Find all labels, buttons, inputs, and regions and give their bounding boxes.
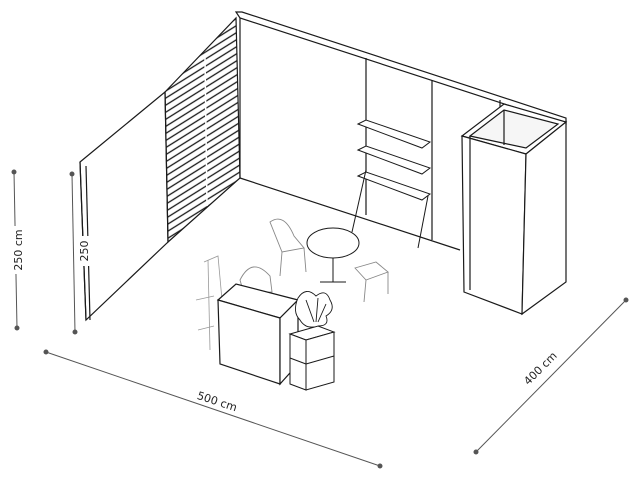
height-outer-label: 250 cm xyxy=(12,229,25,270)
height-inner-label: 250 xyxy=(78,241,91,262)
bar-stools xyxy=(195,255,223,351)
cube-shelf xyxy=(288,325,336,391)
slatted-wall xyxy=(164,16,241,244)
round-table xyxy=(306,227,360,283)
wall-shelf-unit xyxy=(351,119,432,249)
storage-column xyxy=(460,103,568,316)
reception-counter xyxy=(216,283,300,386)
chairs xyxy=(239,218,389,303)
left-wall xyxy=(79,90,169,322)
depth-label: 400 cm xyxy=(521,349,559,387)
plant xyxy=(295,291,333,328)
